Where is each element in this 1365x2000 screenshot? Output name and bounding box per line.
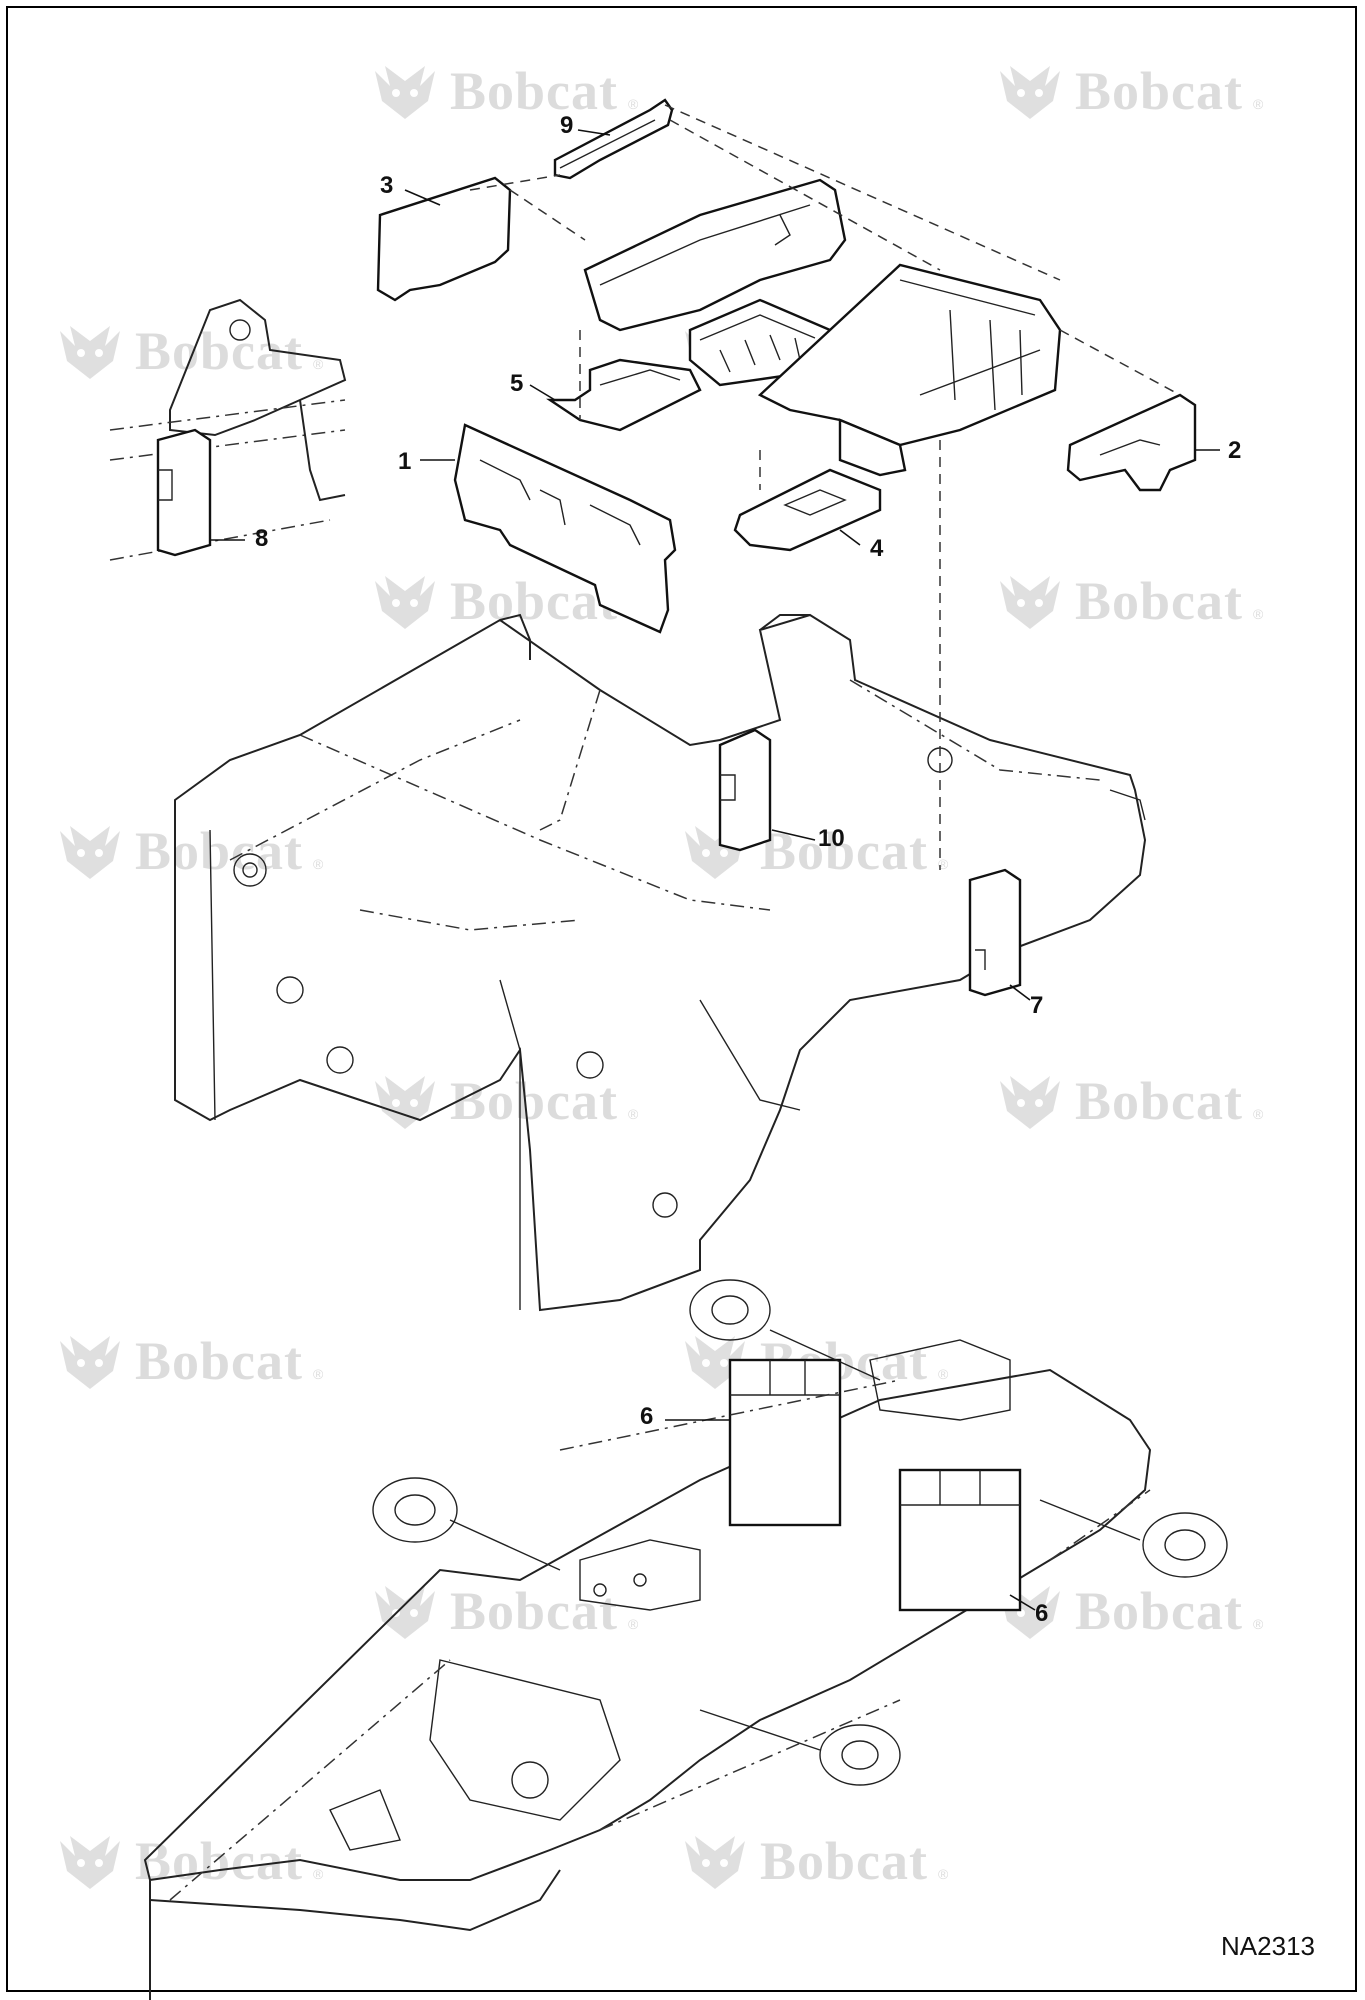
part-2-weight — [1066, 393, 1197, 492]
drawing-frame — [6, 6, 1357, 1992]
callout-3: 3 — [380, 172, 394, 199]
watermark-brand-text: Bobcat — [1075, 571, 1243, 631]
callout-6-right: 6 — [1035, 1600, 1049, 1627]
watermark-brand-text: Bobcat — [1075, 1581, 1243, 1641]
watermark-brand-text: Bobcat — [135, 821, 303, 881]
callout-6-left: 6 — [640, 1403, 654, 1430]
watermark-brand-text: Bobcat — [760, 1831, 928, 1891]
watermark-registered-mark: ® — [938, 1366, 949, 1382]
watermark-brand-text: Bobcat — [450, 61, 618, 121]
bobcat-watermark: Bobcat ® — [995, 1580, 1263, 1642]
part-4-weight — [733, 468, 882, 552]
bobcat-watermark: Bobcat ® — [55, 1830, 323, 1892]
bobcat-watermark: Bobcat ® — [55, 820, 323, 882]
bobcat-logo-icon — [60, 1336, 120, 1389]
watermark-registered-mark: ® — [938, 1866, 949, 1882]
assembly-guide-lines — [469, 104, 1181, 870]
watermark-registered-mark: ® — [313, 856, 324, 872]
part-8-and-bracket — [109, 298, 347, 561]
watermark-registered-mark: ® — [313, 1366, 324, 1382]
bobcat-watermark: Bobcat ® — [995, 60, 1263, 122]
bobcat-watermark: Bobcat ® — [995, 1070, 1263, 1132]
part-5-weight — [546, 358, 702, 432]
bobcat-watermark: Bobcat ® — [680, 1830, 948, 1892]
drawing-number: NA2313 — [1221, 1931, 1315, 1961]
part-3-plate — [376, 176, 512, 302]
watermark-registered-mark: ® — [628, 1106, 639, 1122]
callout-8: 8 — [255, 525, 269, 552]
bobcat-watermark: Bobcat® — [55, 320, 323, 382]
watermark-registered-mark: ® — [1253, 1106, 1264, 1122]
callout-9: 9 — [560, 112, 574, 139]
bobcat-watermark: Bobcat ® — [370, 1580, 638, 1642]
part-10-weight — [718, 728, 772, 852]
watermark-registered-mark: ® — [313, 1866, 324, 1882]
watermark-registered-mark: ® — [313, 356, 324, 372]
watermark-registered-mark: ® — [628, 96, 639, 112]
bobcat-logo-icon — [1000, 66, 1060, 119]
bobcat-logo-icon — [60, 326, 120, 379]
watermark-registered-mark: ® — [938, 856, 949, 872]
bobcat-logo-icon — [60, 826, 120, 879]
bobcat-logo-icon — [375, 66, 435, 119]
callout-7: 7 — [1030, 992, 1044, 1019]
bobcat-logo-icon — [375, 576, 435, 629]
callout-4: 4 — [870, 535, 884, 562]
callout-10: 10 — [818, 825, 845, 852]
bobcat-logo-icon — [60, 1836, 120, 1889]
bobcat-watermark: Bobcat ® — [995, 570, 1263, 632]
watermark-brand-text: Bobcat — [450, 1071, 618, 1131]
watermark-brand-text: Bobcat — [135, 1331, 303, 1391]
main-frame-upper — [174, 613, 1147, 1312]
part-9-weight — [553, 98, 674, 180]
watermark-brand-text: Bobcat — [1075, 61, 1243, 121]
watermark-brand-text: Bobcat — [1075, 1071, 1243, 1131]
watermark-registered-mark: ® — [1253, 606, 1264, 622]
bobcat-logo-icon — [1000, 1076, 1060, 1129]
bobcat-watermark: Bobcat ® — [55, 1330, 323, 1392]
watermark-registered-mark: ® — [1253, 96, 1264, 112]
watermark-brand-text: Bobcat — [760, 821, 928, 881]
callout-5: 5 — [510, 370, 524, 397]
bobcat-logo-icon — [375, 1076, 435, 1129]
callout-leaders — [210, 129, 1220, 1611]
bobcat-logo-icon — [1000, 576, 1060, 629]
watermark-brand-text: Bobcat — [450, 1581, 618, 1641]
watermark-brand-text: Bobcat — [135, 1831, 303, 1891]
bobcat-watermark: Bobcat ® — [370, 1070, 638, 1132]
callout-2: 2 — [1228, 437, 1242, 464]
watermark-registered-mark: ® — [1253, 1616, 1264, 1632]
bobcat-watermark: Bobcat ® — [370, 60, 638, 122]
lower-axle-frame — [143, 1279, 1228, 2000]
part-1-weight — [453, 423, 677, 634]
bobcat-logo-icon — [685, 1836, 745, 1889]
floor-tray-assembly — [583, 178, 1062, 477]
callout-1: 1 — [398, 448, 412, 475]
part-7-weight — [968, 868, 1022, 997]
watermark-registered-mark: ® — [628, 1616, 639, 1632]
